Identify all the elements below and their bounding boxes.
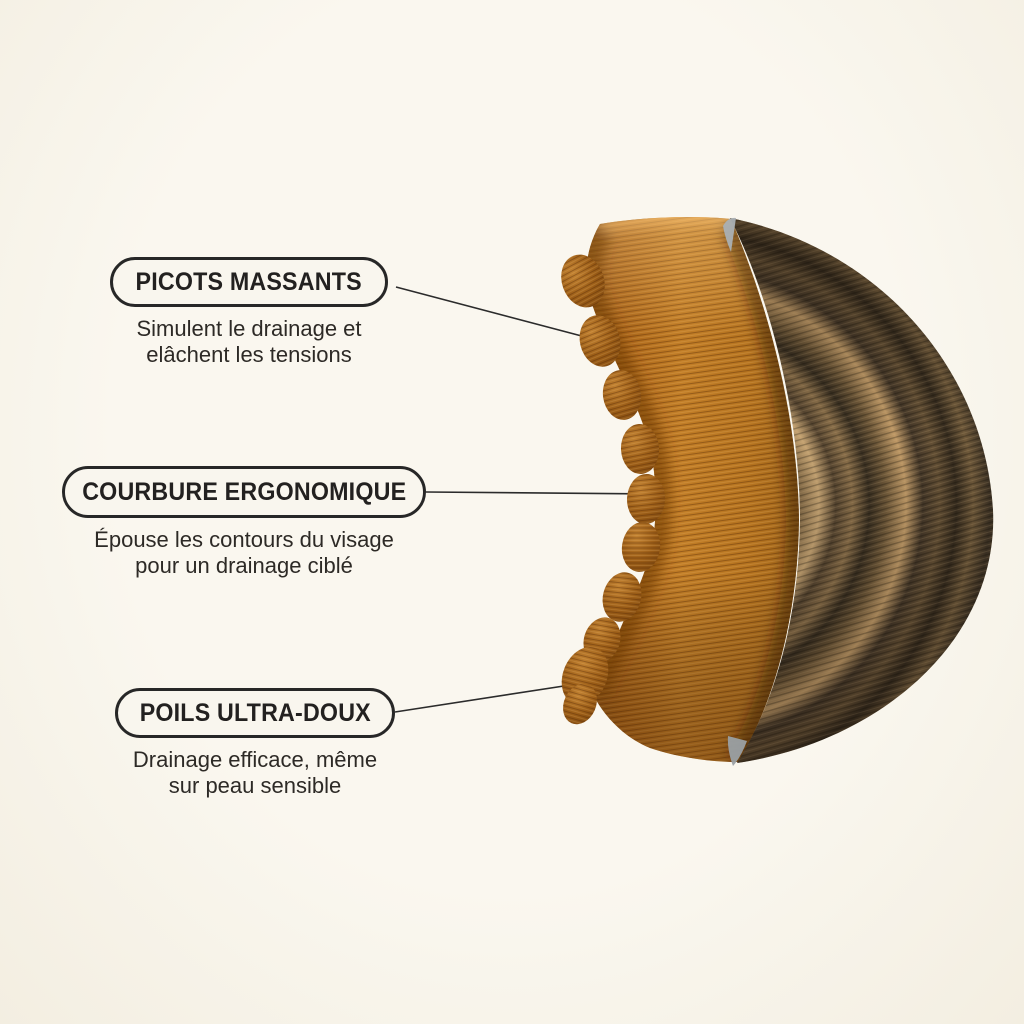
callout-poils-ultra-doux: POILS ULTRA-DOUX Drainage efficace, même… (105, 688, 405, 799)
massage-peg (602, 572, 642, 622)
callout-title: POILS ULTRA-DOUX (139, 698, 371, 727)
callout-pill-picots: PICOTS MASSANTS (110, 257, 388, 307)
callout-description: Simulent le drainage et elâchent les ten… (99, 316, 399, 368)
callout-pill-poils: POILS ULTRA-DOUX (115, 688, 395, 738)
desc-line-2: pour un drainage ciblé (135, 553, 353, 578)
massage-peg (626, 474, 666, 524)
callout-description: Drainage efficace, même sur peau sensibl… (105, 747, 405, 799)
callout-pill-courbure: COURBURE ERGONOMIQUE (62, 466, 426, 518)
callout-title: COURBURE ERGONOMIQUE (81, 477, 407, 506)
leader-line-poils (394, 681, 591, 713)
massage-peg (621, 522, 661, 572)
desc-line-1: Épouse les contours du visage (94, 527, 394, 552)
massage-peg (563, 683, 597, 725)
leader-line-courbure (425, 491, 657, 495)
desc-line-1: Simulent le drainage et (136, 316, 362, 341)
desc-line-1: Drainage efficace, même (132, 747, 378, 772)
massage-peg (561, 254, 605, 308)
wood-body (723, 217, 994, 766)
callout-title: PICOTS MASSANTS (135, 267, 363, 296)
desc-line-2: elâchent les tensions (146, 342, 352, 367)
massage-peg (620, 424, 660, 474)
massage-peg (579, 315, 621, 367)
callout-picots-massants: PICOTS MASSANTS Simulent le drainage et … (99, 257, 399, 368)
callout-description: Épouse les contours du visage pour un dr… (44, 527, 444, 579)
desc-line-2: sur peau sensible (168, 773, 342, 798)
leader-line-picots (395, 286, 613, 345)
bevel-highlight-bottom (727, 736, 747, 766)
massage-pegs (561, 254, 666, 725)
massage-peg (602, 370, 642, 420)
bevel-highlight-top (723, 217, 736, 252)
callout-courbure-ergonomique: COURBURE ERGONOMIQUE Épouse les contours… (44, 466, 444, 579)
